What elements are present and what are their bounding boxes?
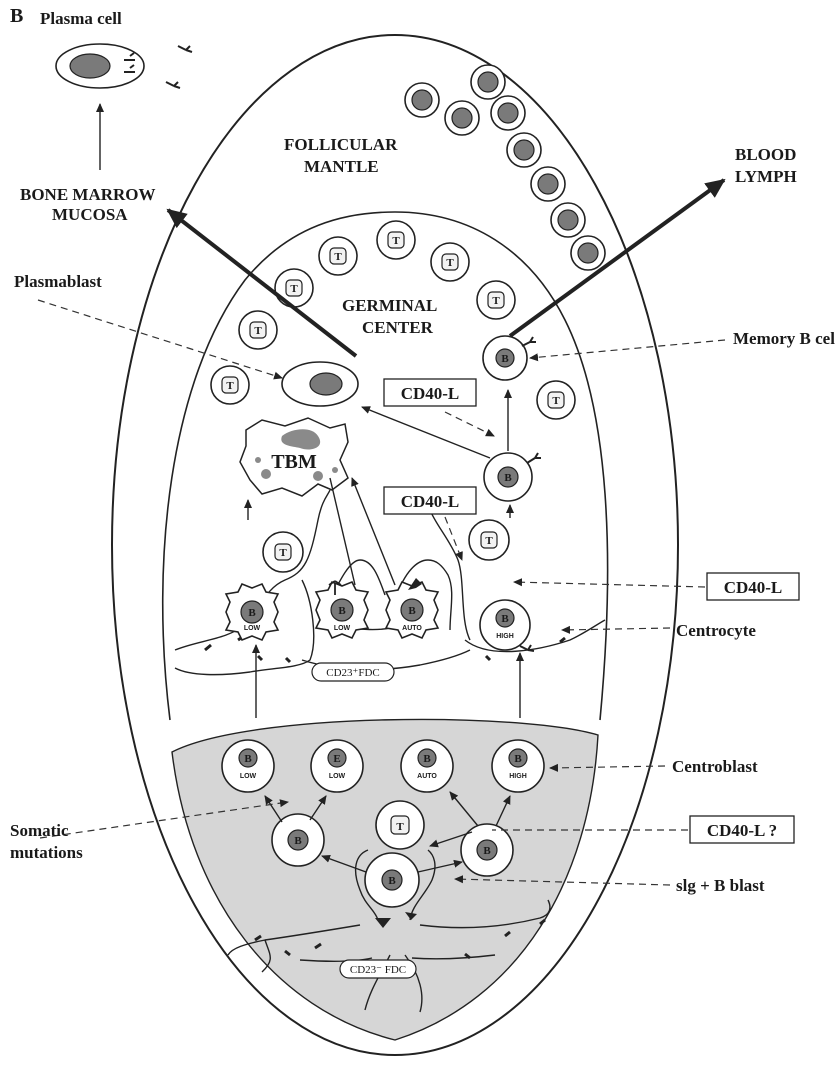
mutations-label: mutations [10,843,83,862]
germinal-label: GERMINAL [342,296,437,315]
svg-text:T: T [485,535,493,547]
fdc-network-light-zone [175,490,605,675]
svg-text:HIGH: HIGH [509,773,527,780]
svg-text:B: B [408,605,416,617]
svg-text:B: B [248,607,256,619]
svg-text:T: T [392,235,400,247]
lymph-label: LYMPH [735,167,797,186]
svg-text:B: B [504,472,512,484]
centrocyte-label: Centrocyte [676,621,756,640]
blood-label: BLOOD [735,145,796,164]
svg-text:B: B [501,613,509,625]
svg-text:T: T [279,547,287,559]
svg-text:T: T [334,251,342,263]
center-label: CENTER [362,318,434,337]
svg-text:T: T [396,821,404,833]
svg-text:AUTO: AUTO [417,773,437,780]
cd40l-label-2: CD40-L [401,492,460,511]
svg-text:AUTO: AUTO [402,625,422,632]
mucosa-label: MUCOSA [52,205,128,224]
svg-text:B: B [338,605,346,617]
cd40l-label-3: CD40-L [724,578,783,597]
plasma-cell [56,44,192,88]
svg-text:B: B [514,753,522,765]
panel-letter: B [10,5,23,27]
svg-text:T: T [492,295,500,307]
cd40l-question-label: CD40-L ? [707,821,777,840]
svg-text:T: T [226,380,234,392]
mantle-cells [405,65,605,270]
svg-text:B: B [244,753,252,765]
svg-text:T: T [446,257,454,269]
plasmablast-label: Plasmablast [14,272,102,291]
memory-b-cell [483,336,536,380]
memory-b-cell-label: Memory B cell [733,329,835,348]
svg-text:LOW: LOW [240,773,257,780]
svg-text:LOW: LOW [244,625,261,632]
plasmablast-cell [282,362,358,406]
follicular-label: FOLLICULAR [284,135,398,154]
svg-text:B: B [501,353,509,365]
cd23neg-fdc-label: CD23⁻ FDC [350,964,406,976]
svg-text:T: T [254,325,262,337]
svg-text:B: B [388,875,396,887]
bone-marrow-label: BONE MARROW [20,185,156,204]
svg-text:T: T [552,395,560,407]
svg-text:B: B [483,845,491,857]
svg-text:B: B [294,835,302,847]
b-cell-selected [484,453,541,501]
svg-text:HIGH: HIGH [496,633,514,640]
mantle-label: MANTLE [304,157,379,176]
germinal-center-outline [163,212,608,720]
plasma-cell-label: Plasma cell [40,9,122,28]
slg-b-blast-label: slg + B blast [676,876,765,895]
svg-text:E: E [333,753,340,765]
tbm-label: TBM [271,451,317,473]
cd23pos-fdc-label: CD23⁺FDC [326,667,380,679]
centroblast-label: Centroblast [672,757,758,776]
cd40l-label-1: CD40-L [401,384,460,403]
centrocyte-high [480,600,534,651]
svg-text:LOW: LOW [334,625,351,632]
somatic-label: Somatic [10,821,69,840]
svg-text:LOW: LOW [329,773,346,780]
svg-text:B: B [423,753,431,765]
svg-text:T: T [290,283,298,295]
